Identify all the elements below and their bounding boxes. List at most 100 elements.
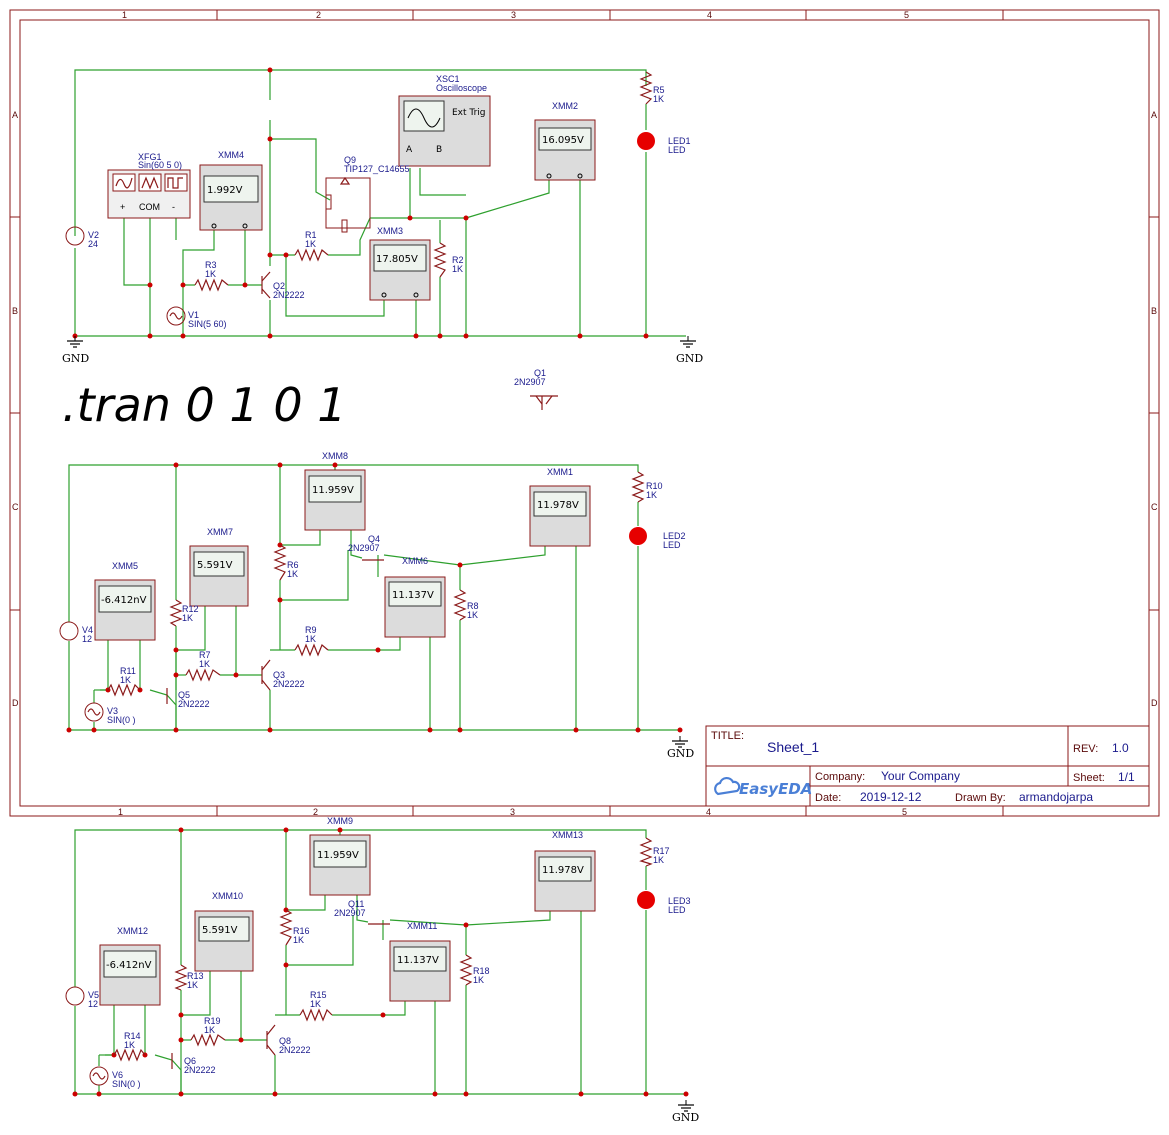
xmm5-name: XMM5 <box>112 561 138 571</box>
r3-name: R3 <box>205 260 217 270</box>
grid-col-1-bottom: 1 <box>118 807 123 817</box>
xsc1-oscilloscope: XSC1 Oscilloscope Ext Trig A B <box>398 74 491 167</box>
r2-resistor <box>433 242 447 278</box>
xsc1-channel-b: B <box>436 145 442 155</box>
r3-resistor <box>194 278 229 292</box>
circuit-3: GND XMM9 11.959V XMM13 11.978V XMM10 5.5… <box>65 816 699 1124</box>
xmm5-reading: -6.412nV <box>101 595 147 606</box>
led1: LED1 LED <box>637 132 691 155</box>
v1-name: V1 <box>188 310 199 320</box>
gnd-symbol-1a <box>66 335 84 348</box>
r5-resistor <box>639 71 653 105</box>
xmm7-multimeter: XMM7 5.591V <box>189 527 249 607</box>
xmm10-reading: 5.591V <box>202 925 238 936</box>
grid-col-4-bottom: 4 <box>706 807 711 817</box>
r14-value: 1K <box>124 1040 135 1050</box>
r13-value: 1K <box>187 980 198 990</box>
led1-name: LED1 <box>668 136 691 146</box>
grid-col-5-top: 5 <box>904 10 909 20</box>
xmm4-multimeter: XMM4 1.992V <box>199 150 263 231</box>
r15-resistor <box>299 1008 333 1022</box>
r15-name: R15 <box>310 990 327 1000</box>
xmm2-reading: 16.095V <box>542 135 584 146</box>
q9-transistor: Q9 TIP127_C14655 <box>325 155 410 233</box>
q8-transistor: Q8 2N2222 <box>266 1024 311 1056</box>
r12-resistor <box>169 599 183 627</box>
title-value: Sheet_1 <box>767 739 819 755</box>
xmm2-multimeter: XMM2 16.095V <box>534 101 596 181</box>
xmm1-multimeter: XMM1 11.978V <box>529 467 591 547</box>
q11-name: Q11 <box>348 899 364 909</box>
r17-value: 1K <box>653 855 664 865</box>
xfg1-function-generator: XFG1 Sin(60 5 0) + COM - <box>107 152 191 219</box>
drawn-by-value: armandojarpa <box>1019 790 1093 804</box>
r2-value: 1K <box>452 264 463 274</box>
xfg1-plus: + <box>120 202 125 212</box>
q5-name: Q5 <box>178 690 190 700</box>
q1-transistor: Q1 2N2907 <box>514 368 558 410</box>
r5-name: R5 <box>653 85 665 95</box>
xmm4-name: XMM4 <box>218 150 244 160</box>
rev-label: REV: <box>1073 743 1098 755</box>
r19-resistor <box>190 1033 226 1047</box>
led3-value: LED <box>668 905 686 915</box>
gnd-label-1b: GND <box>676 352 703 365</box>
circuit-1: GND GND XFG1 Sin(60 5 0) + COM - XMM4 1.… <box>62 67 703 410</box>
v3-ac-source: V3 SIN(0 ) <box>84 702 136 725</box>
r9-value: 1K <box>305 634 316 644</box>
xsc1-name: XSC1 <box>436 74 460 84</box>
xmm5-multimeter: XMM5 -6.412nV <box>94 561 156 641</box>
xfg1-name: XFG1 <box>138 152 162 162</box>
grid-col-3-bottom: 3 <box>510 807 515 817</box>
xmm3-multimeter: XMM3 17.805V <box>369 226 431 301</box>
r11-value: 1K <box>120 675 131 685</box>
gnd-label-1a: GND <box>62 352 89 365</box>
grid-row-c-left: C <box>12 502 19 512</box>
r16-resistor <box>279 909 293 946</box>
xmm10-name: XMM10 <box>212 891 243 901</box>
grid-row-b-left: B <box>12 306 18 316</box>
xsc1-channel-a: A <box>406 145 413 155</box>
r1-name: R1 <box>305 230 317 240</box>
xmm12-reading: -6.412nV <box>106 960 152 971</box>
r18-resistor <box>459 954 473 986</box>
grid-col-4-top: 4 <box>707 10 712 20</box>
grid-col-5-bottom: 5 <box>902 807 907 817</box>
grid-col-2-bottom: 2 <box>313 807 318 817</box>
grid-row-b-right: B <box>1151 306 1157 316</box>
sheet-value: 1/1 <box>1118 770 1135 784</box>
r8-name: R8 <box>467 601 479 611</box>
xmm12-name: XMM12 <box>117 926 148 936</box>
v4-value: 12 <box>82 634 92 644</box>
xmm7-name: XMM7 <box>207 527 233 537</box>
q11-transistor: Q11 2N2907 <box>334 899 390 925</box>
r17-name: R17 <box>653 846 670 856</box>
r17-resistor <box>639 837 653 867</box>
sheet-frame: 1 2 3 4 5 1 2 3 4 5 A B C D A B C D <box>9 9 1160 817</box>
r8-value: 1K <box>467 610 478 620</box>
r8-resistor <box>453 589 467 621</box>
gnd-symbol-3 <box>677 1099 695 1112</box>
date-value: 2019-12-12 <box>860 790 922 804</box>
grid-row-c-right: C <box>1151 502 1158 512</box>
q3-transistor: Q3 2N2222 <box>261 659 305 691</box>
gnd-label-3: GND <box>672 1111 699 1124</box>
v5-value: 12 <box>88 999 98 1009</box>
q3-name: Q3 <box>273 670 285 680</box>
xmm11-multimeter: XMM11 11.137V <box>389 921 451 1002</box>
xmm1-reading: 11.978V <box>537 500 579 511</box>
xmm13-reading: 11.978V <box>542 865 584 876</box>
xmm2-name: XMM2 <box>552 101 578 111</box>
title-label: TITLE: <box>711 730 744 742</box>
v4-dc-source: V4 12 <box>59 621 93 644</box>
xsc1-ext-trig: Ext Trig <box>452 108 486 118</box>
q9-name: Q9 <box>344 155 356 165</box>
q6-transistor: Q6 2N2222 <box>171 1053 216 1075</box>
r16-value: 1K <box>293 935 304 945</box>
v5-dc-source: V5 12 <box>65 986 99 1009</box>
q4-transistor: Q4 2N2907 <box>348 534 384 561</box>
v2-dc-source: V2 24 <box>65 226 99 249</box>
xmm8-reading: 11.959V <box>312 485 354 496</box>
led2-name: LED2 <box>663 531 686 541</box>
